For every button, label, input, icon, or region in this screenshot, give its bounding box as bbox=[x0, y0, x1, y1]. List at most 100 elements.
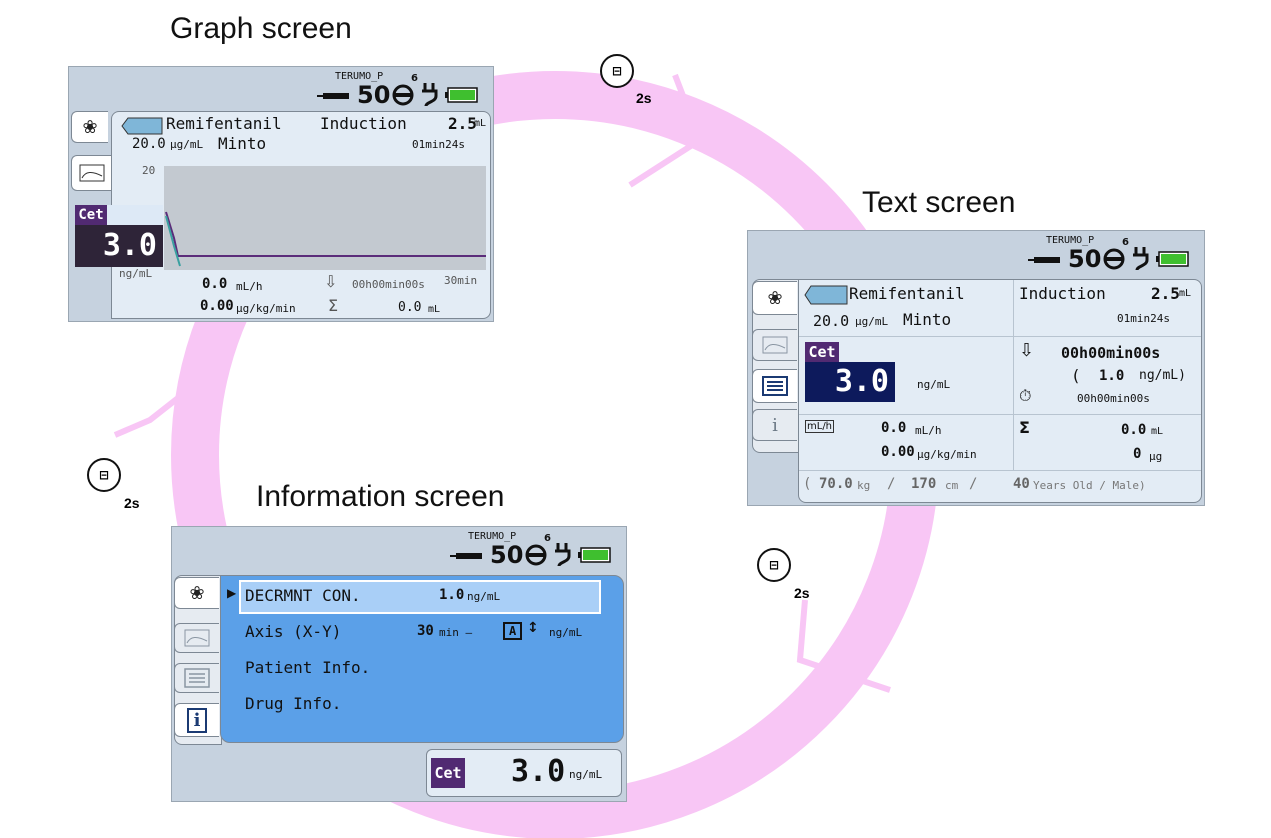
device-name: TERUMO_P bbox=[335, 71, 384, 82]
menu-item-decrement[interactable] bbox=[239, 580, 601, 614]
decrement-timer: 00h00min00s bbox=[352, 278, 425, 291]
tab-main[interactable]: ❀ bbox=[174, 577, 219, 609]
cet-value: 3.0 bbox=[834, 364, 889, 399]
concentration-value: 20.0 bbox=[813, 312, 850, 330]
axis-max-label: 20 bbox=[142, 164, 156, 177]
decrement-time: 00h00min00s bbox=[1061, 344, 1161, 362]
rate-icon: mL/h bbox=[805, 420, 835, 433]
occlusion-icon bbox=[1103, 248, 1125, 270]
syringe-icon bbox=[317, 93, 349, 99]
patient-age: 40 bbox=[1013, 476, 1030, 492]
occlusion-level: 6 bbox=[411, 73, 418, 84]
cet-unit: ng/mL bbox=[569, 768, 603, 781]
syringe-size: 50 bbox=[490, 541, 524, 569]
occlusion-icon bbox=[525, 544, 547, 566]
concentration-value: 20.0 bbox=[132, 136, 166, 152]
volume-unit: mL bbox=[474, 118, 487, 129]
syringe-label-icon bbox=[121, 117, 163, 135]
plot-area bbox=[164, 166, 486, 270]
infusion-rate-value: 0.0 bbox=[881, 420, 907, 436]
patient-height: 170 bbox=[911, 476, 937, 492]
menu-item-unit: min – bbox=[439, 626, 473, 639]
cet-value: 3.0 bbox=[102, 228, 157, 263]
hold-time-label: 2s bbox=[124, 495, 140, 511]
menu-item-label: Patient Info. bbox=[245, 658, 371, 677]
total-mass-value: 0 bbox=[1133, 446, 1142, 462]
plot-curve bbox=[165, 211, 486, 267]
patient-weight: 70.0 bbox=[819, 476, 853, 492]
brain-icon: ❀ bbox=[767, 287, 783, 309]
menu-button-icon: ⊟ bbox=[600, 54, 634, 88]
menu-item-extra: ng/mL bbox=[549, 626, 583, 639]
model-name: Minto bbox=[903, 310, 952, 329]
tab-info[interactable]: i bbox=[174, 703, 219, 737]
patient-open-paren: ( bbox=[803, 476, 812, 492]
cet-value-box: 3.0 bbox=[805, 362, 895, 402]
graph-panel: Remifentanil Induction 2.5 mL 20.0 µg/mL… bbox=[111, 111, 491, 319]
device-name: TERUMO_P bbox=[1046, 235, 1095, 246]
drug-name: Remifentanil bbox=[166, 114, 282, 133]
tab-text[interactable] bbox=[174, 663, 219, 693]
elapsed-time: 01min24s bbox=[412, 138, 465, 151]
menu-button-icon: ⊟ bbox=[757, 548, 791, 582]
cet-label: Cet bbox=[805, 342, 839, 362]
syringe-size: 50 bbox=[357, 81, 391, 109]
infusion-rate-unit: mL/h bbox=[915, 424, 942, 437]
info-screen: TERUMO_P 50 6 ❀ i ▶ DECRMNT CON. 1.0 ng/… bbox=[171, 526, 627, 802]
cet-unit: ng/mL bbox=[119, 267, 153, 280]
graph-screen-title: Graph screen bbox=[170, 12, 352, 45]
cet-label: Cet bbox=[75, 205, 107, 225]
graph-screen: TERUMO_P 50 6 ❀ Remifentanil Induction 2… bbox=[68, 66, 494, 322]
cet-block: Cet 3.0 bbox=[75, 205, 163, 267]
tab-info[interactable]: i bbox=[752, 409, 797, 441]
tab-graph[interactable] bbox=[71, 155, 112, 191]
up-down-arrow-icon: ↕ bbox=[527, 620, 539, 636]
status-bar: TERUMO_P 50 6 bbox=[450, 531, 620, 569]
cycle-chevron-icon bbox=[113, 73, 891, 693]
tab-text[interactable] bbox=[752, 369, 797, 403]
device-name: TERUMO_P bbox=[468, 531, 517, 542]
syringe-icon bbox=[1028, 257, 1060, 263]
menu-button-icon: ⊟ bbox=[87, 458, 121, 492]
total-volume-unit: mL bbox=[428, 304, 441, 315]
battery-icon bbox=[578, 547, 611, 563]
volume-value: 2.5 bbox=[448, 114, 477, 133]
total-volume-value: 0.0 bbox=[398, 300, 422, 315]
sigma-icon: Σ bbox=[1019, 418, 1030, 437]
concentration-unit: µg/mL bbox=[855, 315, 889, 328]
menu-item-label: DECRMNT CON. bbox=[245, 586, 361, 605]
drug-name: Remifentanil bbox=[849, 284, 965, 303]
tab-main[interactable]: ❀ bbox=[71, 111, 108, 143]
total-mass-unit: µg bbox=[1149, 450, 1163, 463]
auto-axis-icon: A bbox=[503, 622, 523, 640]
decrement-conc-value: 1.0 bbox=[1099, 368, 1125, 384]
elapsed-time: 01min24s bbox=[1117, 312, 1170, 325]
graph-icon bbox=[184, 629, 210, 647]
text-screen: TERUMO_P 50 6 ❀ i Remifentanil 20.0 µg/m… bbox=[747, 230, 1205, 506]
patient-slash: / bbox=[969, 476, 978, 492]
volume-unit: mL bbox=[1179, 288, 1192, 299]
concentration-unit: µg/mL bbox=[170, 138, 204, 151]
total-volume-value: 0.0 bbox=[1121, 422, 1147, 438]
hold-time-label: 2s bbox=[636, 90, 652, 106]
occlusion-level: 6 bbox=[1122, 237, 1129, 248]
infusion-rate-unit: mL/h bbox=[236, 280, 263, 293]
tab-graph[interactable] bbox=[752, 329, 797, 361]
menu-item-label: Drug Info. bbox=[245, 694, 342, 713]
battery-icon bbox=[1156, 251, 1189, 267]
dose-unit: µg/kg/min bbox=[917, 448, 977, 461]
list-icon bbox=[184, 668, 210, 688]
status-bar: TERUMO_P 50 6 bbox=[317, 71, 487, 109]
stopwatch-icon: ⏱ bbox=[1019, 386, 1032, 405]
tab-graph[interactable] bbox=[174, 623, 219, 653]
occlusion-icon bbox=[392, 84, 414, 106]
cet-label: Cet bbox=[431, 758, 465, 788]
brain-icon: ❀ bbox=[189, 582, 205, 604]
tab-main[interactable]: ❀ bbox=[752, 281, 797, 315]
cet-unit: ng/mL bbox=[917, 378, 951, 391]
dose-value: 0.00 bbox=[881, 444, 915, 460]
occlusion-level: 6 bbox=[544, 533, 551, 544]
total-volume-unit: mL bbox=[1151, 426, 1164, 437]
text-panel: Remifentanil 20.0 µg/mL Minto Induction … bbox=[798, 279, 1202, 503]
infusion-rate-value: 0.0 bbox=[202, 276, 228, 292]
